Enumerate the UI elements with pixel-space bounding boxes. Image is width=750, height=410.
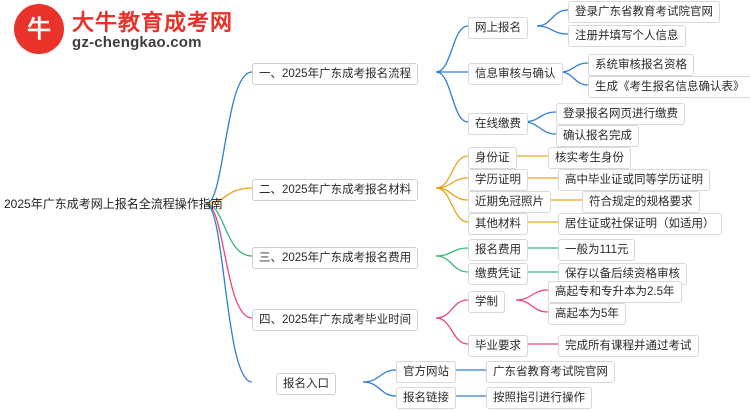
branch-5-child-1-item-1[interactable]: 广东省教育考试院官网	[486, 361, 615, 383]
branch-3-child-1-item-1[interactable]: 一般为111元	[558, 239, 636, 261]
branch-4-child-1-item-2[interactable]: 高起本为5年	[548, 303, 626, 325]
branch-4-child-2[interactable]: 毕业要求	[468, 335, 528, 357]
branch-1-child-2-item-1[interactable]: 系统审核报名资格	[588, 54, 694, 76]
branch-1-child-3-item-2[interactable]: 确认报名完成	[556, 125, 639, 147]
branch-5-label[interactable]: 报名入口	[276, 373, 336, 395]
branch-2-child-2[interactable]: 学历证明	[468, 169, 528, 191]
logo-mark-text: 牛	[27, 14, 51, 43]
branch-5-child-2-item-1[interactable]: 按照指引进行操作	[486, 387, 592, 409]
branch-2-child-4-item-1[interactable]: 居住证或社保证明（如适用）	[558, 213, 722, 235]
branch-1-child-1[interactable]: 网上报名	[468, 17, 528, 39]
branch-1-child-2-item-2[interactable]: 生成《考生报名信息确认表》	[588, 76, 750, 98]
branch-2-label[interactable]: 二、2025年广东成考报名材料	[252, 179, 419, 201]
branch-4-child-1[interactable]: 学制	[468, 291, 505, 313]
branch-1-child-3[interactable]: 在线缴费	[468, 113, 528, 135]
branch-3-label[interactable]: 三、2025年广东成考报名费用	[252, 247, 419, 269]
branch-3-child-2[interactable]: 缴费凭证	[468, 263, 528, 285]
logo-title: 大牛教育成考网	[72, 11, 234, 36]
branch-2-child-3[interactable]: 近期免冠照片	[468, 191, 551, 213]
branch-4-label[interactable]: 四、2025年广东成考毕业时间	[252, 309, 419, 331]
branch-2-child-4[interactable]: 其他材料	[468, 213, 528, 235]
mindmap-root: 2025年广东成考网上报名全流程操作指南	[4, 197, 223, 211]
branch-2-child-2-item-1[interactable]: 高中毕业证或同等学历证明	[558, 169, 710, 191]
branch-4-child-1-item-1[interactable]: 高起专和专升本为2.5年	[548, 281, 682, 303]
branch-1-child-2[interactable]: 信息审核与确认	[468, 63, 563, 85]
branch-3-child-1[interactable]: 报名费用	[468, 239, 528, 261]
branch-5-child-2[interactable]: 报名链接	[396, 387, 456, 409]
branch-2-child-3-item-1[interactable]: 符合规定的规格要求	[582, 191, 700, 213]
logo-subtitle: gz-chengkao.com	[72, 34, 202, 51]
site-logo: 牛 大牛教育成考网 gz-chengkao.com	[14, 4, 274, 56]
branch-1-child-3-item-1[interactable]: 登录报名网页进行缴费	[556, 103, 685, 125]
branch-1-child-1-item-1[interactable]: 登录广东省教育考试院官网	[568, 1, 720, 23]
branch-2-child-1[interactable]: 身份证	[468, 147, 517, 169]
branch-1-label[interactable]: 一、2025年广东成考报名流程	[252, 63, 419, 85]
logo-mark-icon: 牛	[14, 4, 64, 54]
branch-1-child-1-item-2[interactable]: 注册并填写个人信息	[568, 25, 686, 47]
branch-5-child-1[interactable]: 官方网站	[396, 361, 456, 383]
branch-4-child-2-item-1[interactable]: 完成所有课程并通过考试	[558, 335, 699, 357]
branch-2-child-1-item-1[interactable]: 核实考生身份	[548, 147, 631, 169]
